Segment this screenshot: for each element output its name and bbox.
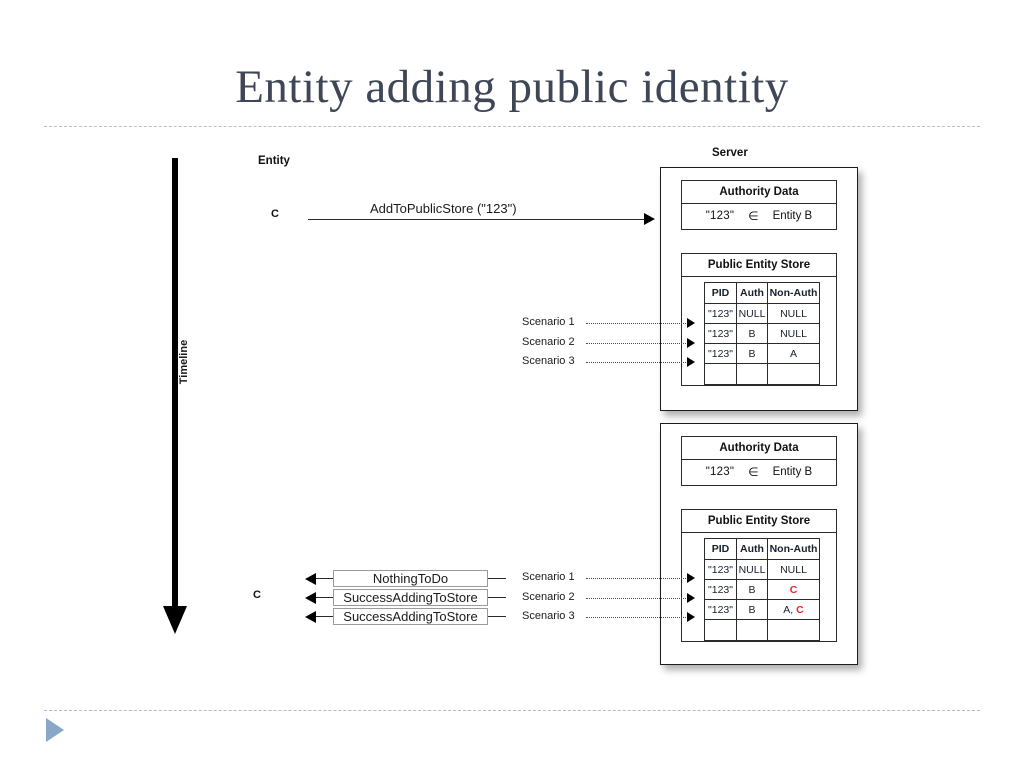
table-row-empty xyxy=(704,363,820,385)
server-state-box-bottom: Authority Data "123" ∈ Entity B Public E… xyxy=(660,423,858,665)
request-arrowhead-icon xyxy=(644,213,655,225)
scenario-connector-top-2 xyxy=(586,343,686,344)
next-slide-triangle-icon[interactable] xyxy=(46,718,64,742)
cell-auth: NULL xyxy=(736,559,768,580)
cell-nonauth: NULL xyxy=(767,559,820,580)
column-header-auth: Auth xyxy=(736,282,768,304)
actor-label-c-top: C xyxy=(271,208,279,220)
scenario-label-bottom-3: Scenario 3 xyxy=(522,610,575,622)
server-state-box-top: Authority Data "123" ∈ Entity B Public E… xyxy=(660,167,858,411)
reply-arrowhead-icon-2 xyxy=(305,592,316,604)
footer-divider xyxy=(44,710,980,711)
reply-arrowhead-icon-3 xyxy=(305,611,316,623)
page-title: Entity adding public identity xyxy=(235,61,789,113)
scenario-label-bottom-1: Scenario 1 xyxy=(522,571,575,583)
public-entity-store-table-top: PID Auth Non-Auth "123" NULL NULL "123" … xyxy=(704,282,820,385)
title-divider xyxy=(44,126,980,127)
scenario-label-top-1: Scenario 1 xyxy=(522,316,575,328)
reply-message-box-1: NothingToDo xyxy=(333,570,488,587)
table-row-empty xyxy=(704,619,820,641)
cell-nonauth: A xyxy=(767,343,820,364)
table-row: "123" NULL NULL xyxy=(704,559,820,580)
lane-label-server: Server xyxy=(712,147,748,159)
table-header-row: PID Auth Non-Auth xyxy=(704,282,820,304)
cell-pid: "123" xyxy=(704,343,737,364)
cell-auth: NULL xyxy=(736,303,768,324)
timeline-arrowhead-icon xyxy=(163,606,187,634)
reply-message-box-2: SuccessAddingToStore xyxy=(333,589,488,606)
scenario-arrowhead-icon-top-1 xyxy=(687,318,695,328)
table-row: "123" NULL NULL xyxy=(704,303,820,324)
column-header-auth: Auth xyxy=(736,538,768,560)
request-arrow-line xyxy=(308,219,650,220)
scenario-label-top-3: Scenario 3 xyxy=(522,355,575,367)
table-header-row: PID Auth Non-Auth xyxy=(704,538,820,560)
scenario-arrowhead-icon-bottom-1 xyxy=(687,573,695,583)
cell-auth: B xyxy=(736,599,768,620)
cell-nonauth: NULL xyxy=(767,303,820,324)
authority-data-panel-top: Authority Data "123" ∈ Entity B xyxy=(681,180,837,230)
scenario-connector-top-1 xyxy=(586,323,686,324)
cell-nonauth: C xyxy=(767,579,820,600)
scenario-connector-bottom-3 xyxy=(586,617,686,618)
member-of-symbol-icon-bottom: ∈ xyxy=(748,465,759,479)
public-entity-store-table-bottom: PID Auth Non-Auth "123" NULL NULL "123" … xyxy=(704,538,820,641)
column-header-pid: PID xyxy=(704,538,737,560)
scenario-arrowhead-icon-top-3 xyxy=(687,357,695,367)
authority-pid-top: "123" xyxy=(705,210,735,222)
reply-arrowhead-icon-1 xyxy=(305,573,316,585)
table-row: "123" B C xyxy=(704,579,820,600)
authority-data-panel-bottom: Authority Data "123" ∈ Entity B xyxy=(681,436,837,486)
reply-message-box-3: SuccessAddingToStore xyxy=(333,608,488,625)
timeline-axis xyxy=(172,158,178,610)
scenario-arrowhead-icon-top-2 xyxy=(687,338,695,348)
authority-entity-bottom: Entity B xyxy=(772,466,813,478)
cell-nonauth: NULL xyxy=(767,323,820,344)
column-header-nonauth: Non-Auth xyxy=(767,538,820,560)
cell-pid: "123" xyxy=(704,599,737,620)
authority-entity-top: Entity B xyxy=(772,210,813,222)
cell-pid: "123" xyxy=(704,559,737,580)
table-row: "123" B A, C xyxy=(704,599,820,620)
cell-pid: "123" xyxy=(704,303,737,324)
public-entity-store-title-top: Public Entity Store xyxy=(682,254,836,277)
cell-auth: B xyxy=(736,323,768,344)
cell-nonauth: A, C xyxy=(767,599,820,620)
request-message-label: AddToPublicStore ("123") xyxy=(370,201,517,216)
scenario-connector-bottom-1 xyxy=(586,578,686,579)
timeline-label: Timeline xyxy=(178,339,190,385)
cell-auth: B xyxy=(736,343,768,364)
scenario-label-top-2: Scenario 2 xyxy=(522,336,575,348)
actor-label-c-bottom: C xyxy=(253,589,261,601)
authority-data-title-top: Authority Data xyxy=(682,181,836,204)
scenario-connector-top-3 xyxy=(586,362,686,363)
cell-auth: B xyxy=(736,579,768,600)
scenario-connector-bottom-2 xyxy=(586,598,686,599)
column-header-nonauth: Non-Auth xyxy=(767,282,820,304)
public-entity-store-title-bottom: Public Entity Store xyxy=(682,510,836,533)
lane-label-entity: Entity xyxy=(258,155,290,167)
column-header-pid: PID xyxy=(704,282,737,304)
scenario-label-bottom-2: Scenario 2 xyxy=(522,591,575,603)
authority-data-title-bottom: Authority Data xyxy=(682,437,836,460)
public-entity-store-panel-bottom: Public Entity Store PID Auth Non-Auth "1… xyxy=(681,509,837,642)
authority-pid-bottom: "123" xyxy=(705,466,735,478)
scenario-arrowhead-icon-bottom-3 xyxy=(687,612,695,622)
scenario-arrowhead-icon-bottom-2 xyxy=(687,593,695,603)
member-of-symbol-icon-top: ∈ xyxy=(748,209,759,223)
cell-pid: "123" xyxy=(704,323,737,344)
cell-pid: "123" xyxy=(704,579,737,600)
table-row: "123" B A xyxy=(704,343,820,364)
table-row: "123" B NULL xyxy=(704,323,820,344)
public-entity-store-panel-top: Public Entity Store PID Auth Non-Auth "1… xyxy=(681,253,837,386)
